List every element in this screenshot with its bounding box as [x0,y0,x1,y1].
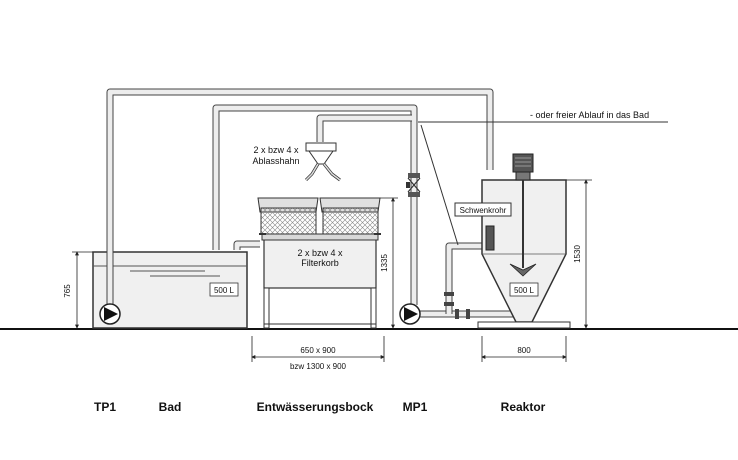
label-mp1: MP1 [403,400,428,414]
basket-label-1: 2 x bzw 4 x [297,248,343,258]
pipe-stand-return [233,240,260,250]
pipe-reactor-overflow [212,104,418,250]
valves-label-2: Ablasshahn [252,156,299,166]
dim-bath-height: 765 [63,251,93,329]
filter-basket-right [319,197,381,235]
stirrer-motor [512,153,534,181]
overflow-diagonal [420,124,459,246]
pipe-swivel-return [445,242,490,314]
swivel-pipe: Schwenkrohr [454,202,512,251]
valves-label-1: 2 x bzw 4 x [253,145,299,155]
pipe-to-valves [316,114,412,142]
basket-label-2: Filterkorb [301,258,339,268]
drainage-stand: 2 x bzw 4 x Filterkorb [261,233,379,329]
pipe-tp1-to-reactor [106,88,494,305]
dim-bath-height-label: 765 [63,284,72,298]
inlet-valve [455,309,470,319]
bath-volume-label: 500 L [214,286,235,295]
dim-reactor-width: 800 [481,336,567,362]
filter-basket-left [257,197,319,235]
dim-reactor-width-label: 800 [517,346,531,355]
label-tp1: TP1 [94,400,116,414]
dim-stand-height: 1335 [380,197,398,329]
drain-valves: 2 x bzw 4 x Ablasshahn [252,142,341,182]
dim-reactor-height: 1530 [566,179,592,329]
riser-valve [406,173,421,197]
dim-stand-width-label-2: bzw 1300 x 900 [290,362,347,371]
dim-stand-height-label: 1335 [380,254,389,272]
reactor-volume-label: 500 L [514,286,535,295]
label-reaktor: Reaktor [501,400,546,414]
dim-stand-width-label-1: 650 x 900 [300,346,336,355]
stirrer-shaft [509,180,537,277]
overflow-note: - oder freier Ablauf in das Bad [530,110,649,120]
label-bad: Bad [159,400,182,414]
dim-stand-width: 650 x 900 bzw 1300 x 900 [251,336,385,371]
dim-reactor-height-label: 1530 [573,245,582,263]
pump-mp1 [399,303,421,325]
label-bock: Entwässerungsbock [257,400,374,414]
return-valve [444,292,454,306]
pump-tp1 [99,303,121,325]
swivel-pipe-label: Schwenkrohr [460,206,507,215]
